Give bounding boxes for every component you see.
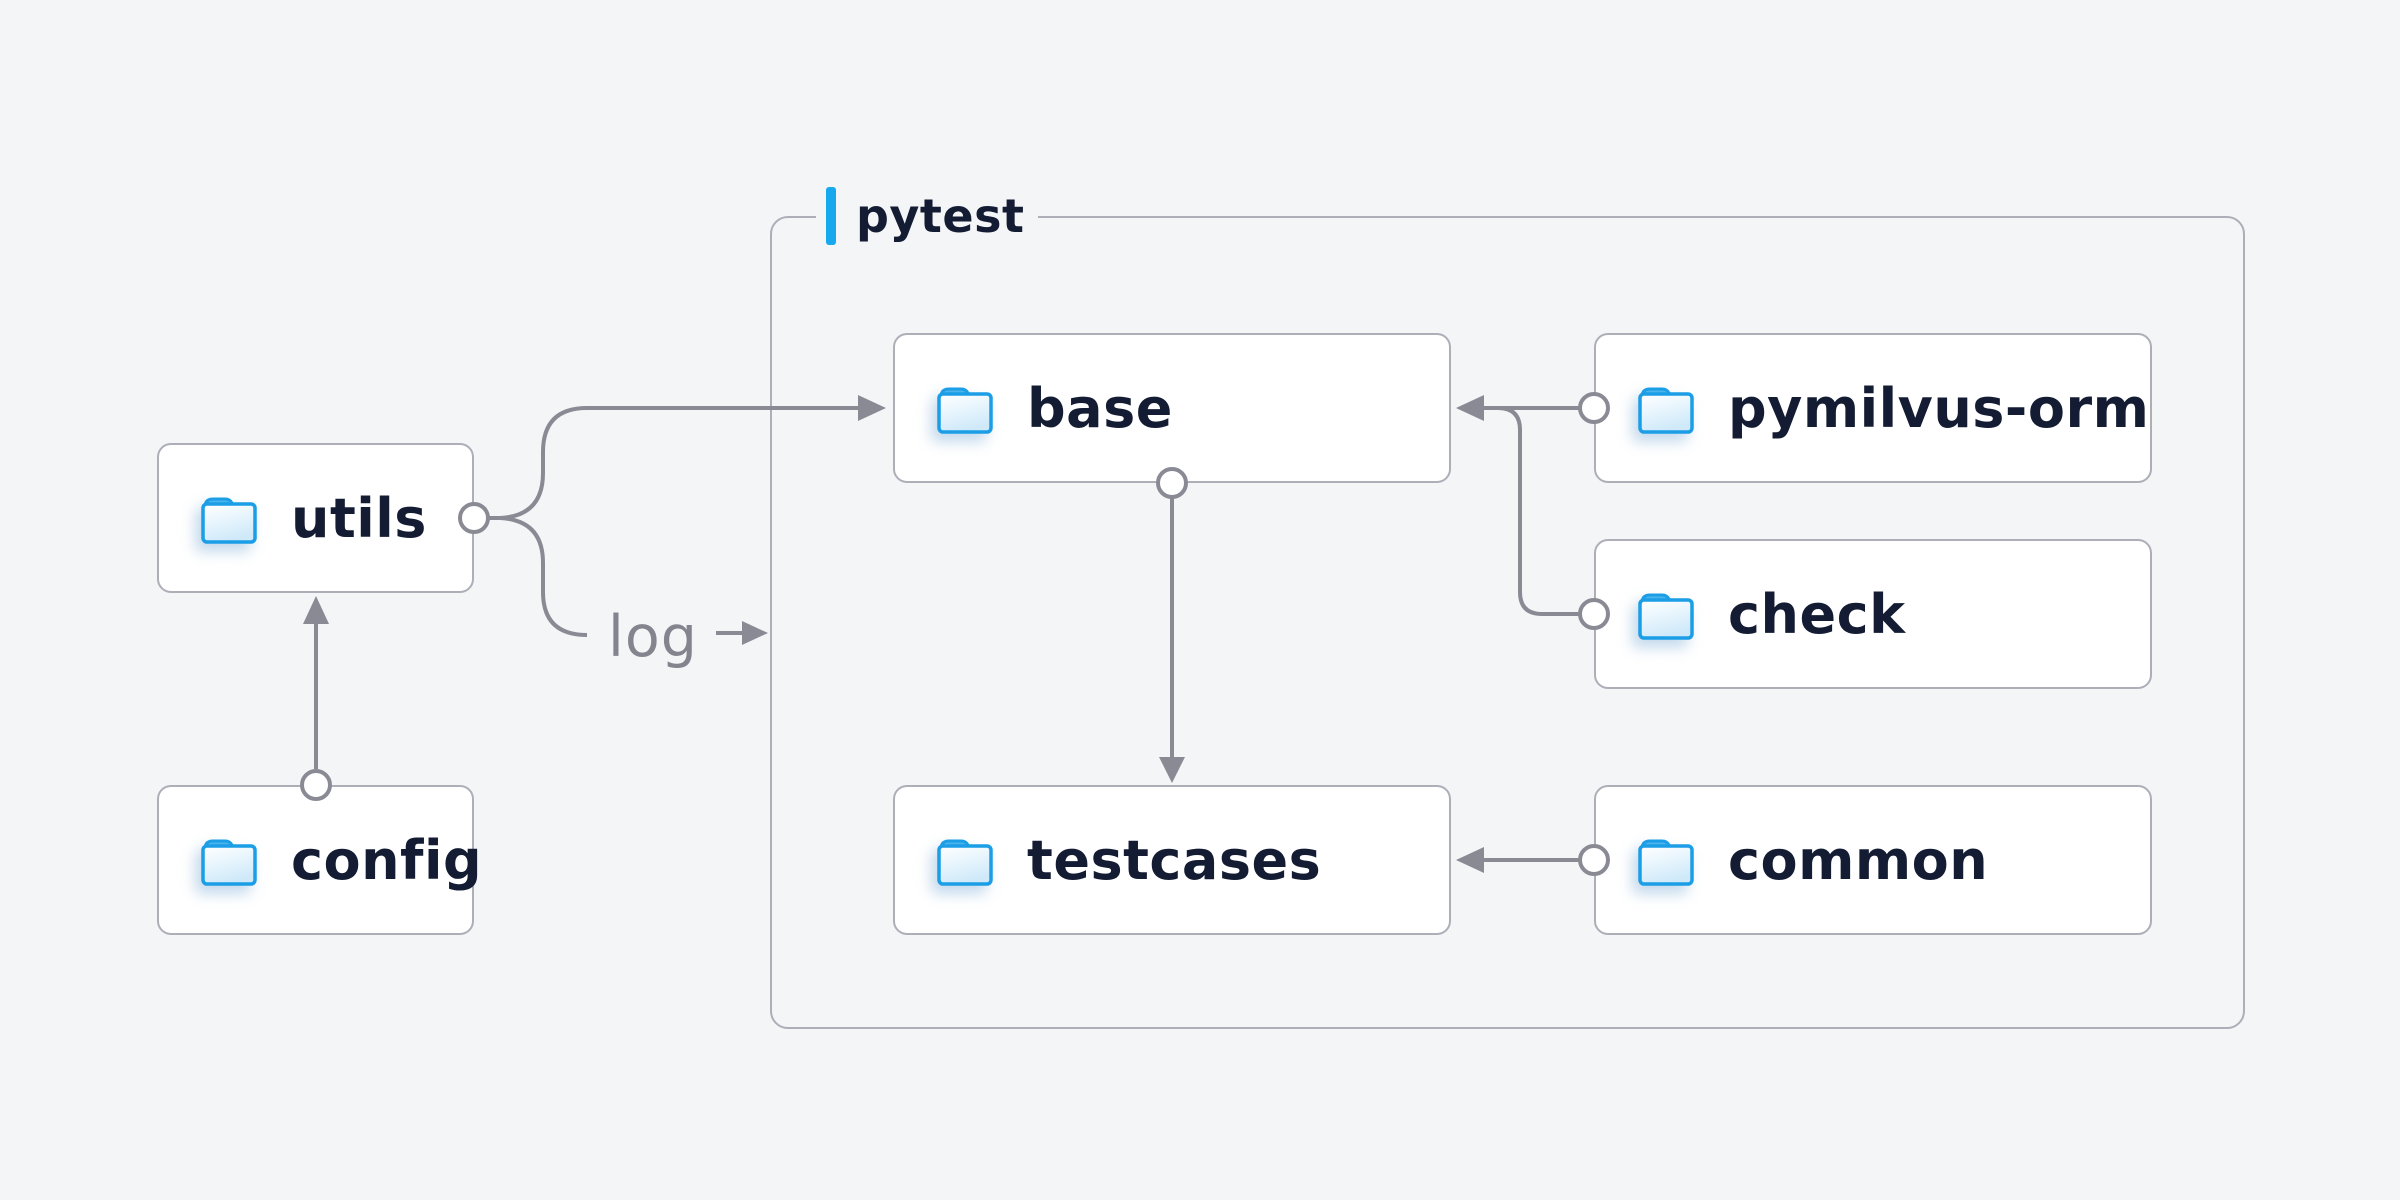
node-label-utils: utils [291, 486, 427, 550]
edge-config-to-utils [303, 596, 329, 769]
pytest-container-title: pytest [856, 189, 1025, 243]
folder-icon [201, 497, 257, 544]
node-pymilvus-orm: pymilvus-orm [1594, 333, 2152, 483]
node-base: base [893, 333, 1451, 483]
edge-utils-to-log [488, 516, 588, 637]
pytest-container-label: pytest [816, 185, 1039, 247]
node-utils: utils [157, 443, 474, 593]
edge-label-log: log [608, 604, 698, 670]
folder-icon [1638, 387, 1694, 434]
folder-icon [1638, 593, 1694, 640]
edge-log-to-container [716, 621, 768, 645]
node-label-config: config [291, 828, 483, 892]
node-common: common [1594, 785, 2152, 935]
node-label-common: common [1728, 828, 1989, 892]
node-label-base: base [1027, 376, 1173, 440]
node-check: check [1594, 539, 2152, 689]
node-config: config [157, 785, 482, 935]
node-label-testcases: testcases [1027, 828, 1322, 892]
node-testcases: testcases [893, 785, 1451, 935]
folder-icon [937, 387, 993, 434]
accent-bar [826, 187, 836, 245]
folder-icon [201, 839, 257, 886]
node-label-pymilvus-orm: pymilvus-orm [1728, 376, 2150, 440]
pytest-container [770, 216, 2245, 1029]
folder-icon [937, 839, 993, 886]
folder-icon [1638, 839, 1694, 886]
node-label-check: check [1728, 582, 1906, 646]
